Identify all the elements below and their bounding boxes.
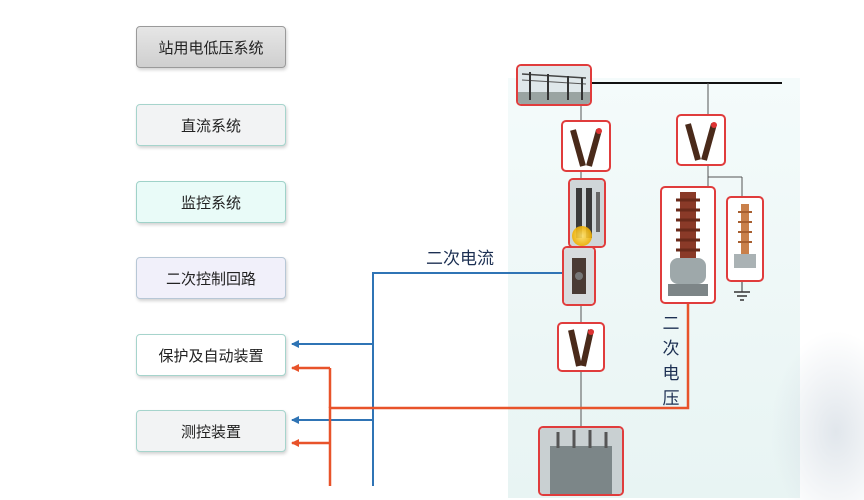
box-secondary-control-circuit[interactable]: 二次控制回路 [136,257,286,299]
voltage-transformer [660,186,716,304]
label-secondary-current: 二次电流 [426,249,494,269]
box-monitoring-system[interactable]: 监控系统 [136,181,286,223]
surge-arrester [726,196,764,282]
cursor-glare [770,330,864,500]
box-station-low-voltage[interactable]: 站用电低压系统 [136,26,286,68]
label-secondary-voltage: 二次电压 [662,314,680,409]
disconnector-switch-top [561,120,611,172]
box-dc-system[interactable]: 直流系统 [136,104,286,146]
busbar-frame-photo [516,64,592,106]
disconnector-switch-bottom [557,322,605,372]
disconnector-switch-right [676,114,726,166]
ground-symbol [734,280,750,301]
cursor-highlight [572,226,592,246]
box-protection-devices[interactable]: 保护及自动装置 [136,334,286,376]
current-transformer [562,246,596,306]
voltage-line-from-pt [328,300,690,486]
box-measure-control[interactable]: 测控装置 [136,410,286,452]
current-line-from-ct [372,272,565,486]
